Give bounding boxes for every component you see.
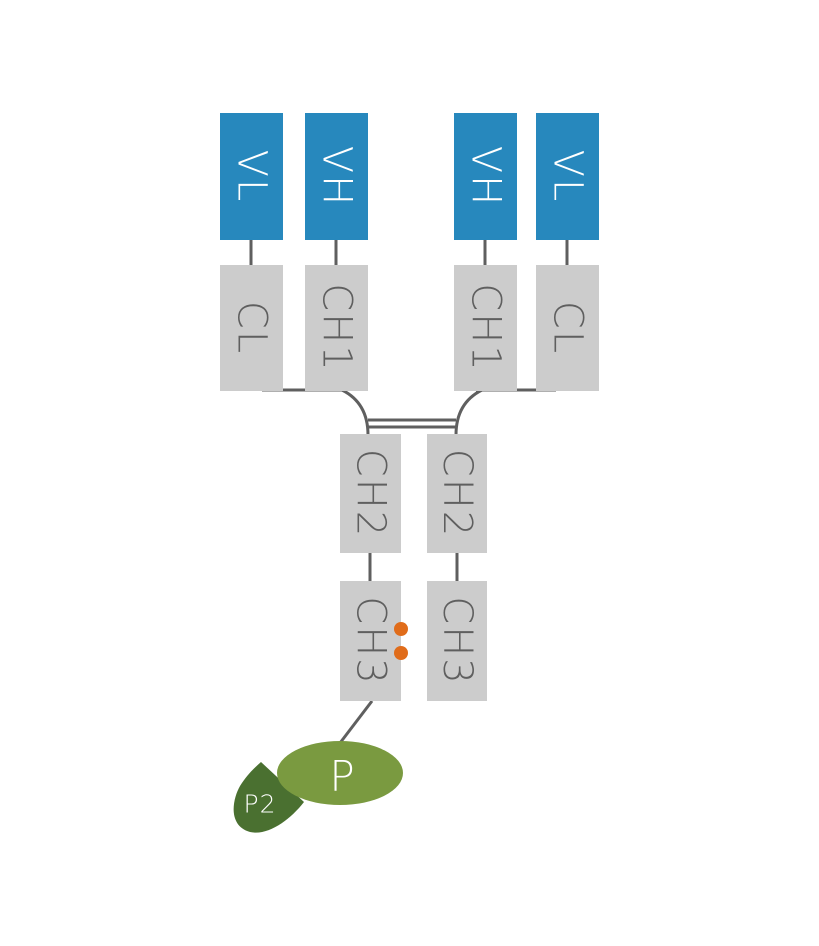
cl-label-right: CL bbox=[545, 301, 591, 355]
payload-ellipse bbox=[277, 741, 403, 805]
ch1-domain-left bbox=[305, 265, 368, 391]
connector-payload bbox=[338, 700, 374, 744]
vh-domain-left bbox=[305, 113, 368, 240]
payload2-label: P2 bbox=[244, 790, 277, 819]
vl-label-left: VL bbox=[229, 150, 275, 204]
hinge-right bbox=[454, 388, 483, 436]
ch2-domain-right bbox=[427, 434, 487, 553]
constant-domains: CL CH1 CH1 CL CH2 CH2 CH3 CH3 bbox=[220, 265, 599, 701]
ch2-label-right: CH2 bbox=[434, 449, 480, 538]
modification-dot-1 bbox=[394, 622, 408, 636]
modification-dot-2 bbox=[394, 646, 408, 660]
cl-domain-left bbox=[220, 265, 283, 391]
vh-label-right: VH bbox=[463, 146, 509, 207]
ch3-label-right: CH3 bbox=[434, 596, 480, 685]
vl-domain-right bbox=[536, 113, 599, 240]
ch3-domain-right bbox=[427, 581, 487, 701]
connectors bbox=[249, 240, 569, 744]
vh-label-left: VH bbox=[314, 146, 360, 207]
vl-domain-left bbox=[220, 113, 283, 240]
ch1-label-left: CH1 bbox=[314, 283, 360, 372]
ch3-domain-left bbox=[340, 581, 401, 701]
ch3-label-left: CH3 bbox=[348, 596, 394, 685]
vl-label-right: VL bbox=[545, 150, 591, 204]
cl-domain-right bbox=[536, 265, 599, 391]
ch1-label-right: CH1 bbox=[463, 283, 509, 372]
hinge-left bbox=[341, 388, 370, 436]
vh-domain-right bbox=[454, 113, 517, 240]
ch2-label-left: CH2 bbox=[348, 449, 394, 538]
variable-domains: VL VH VH VL bbox=[220, 113, 599, 240]
ch1-domain-right bbox=[454, 265, 517, 391]
ch2-domain-left bbox=[340, 434, 401, 553]
payload-label: P bbox=[329, 752, 354, 801]
cl-label-left: CL bbox=[229, 301, 275, 355]
payload2-shape bbox=[233, 762, 304, 833]
